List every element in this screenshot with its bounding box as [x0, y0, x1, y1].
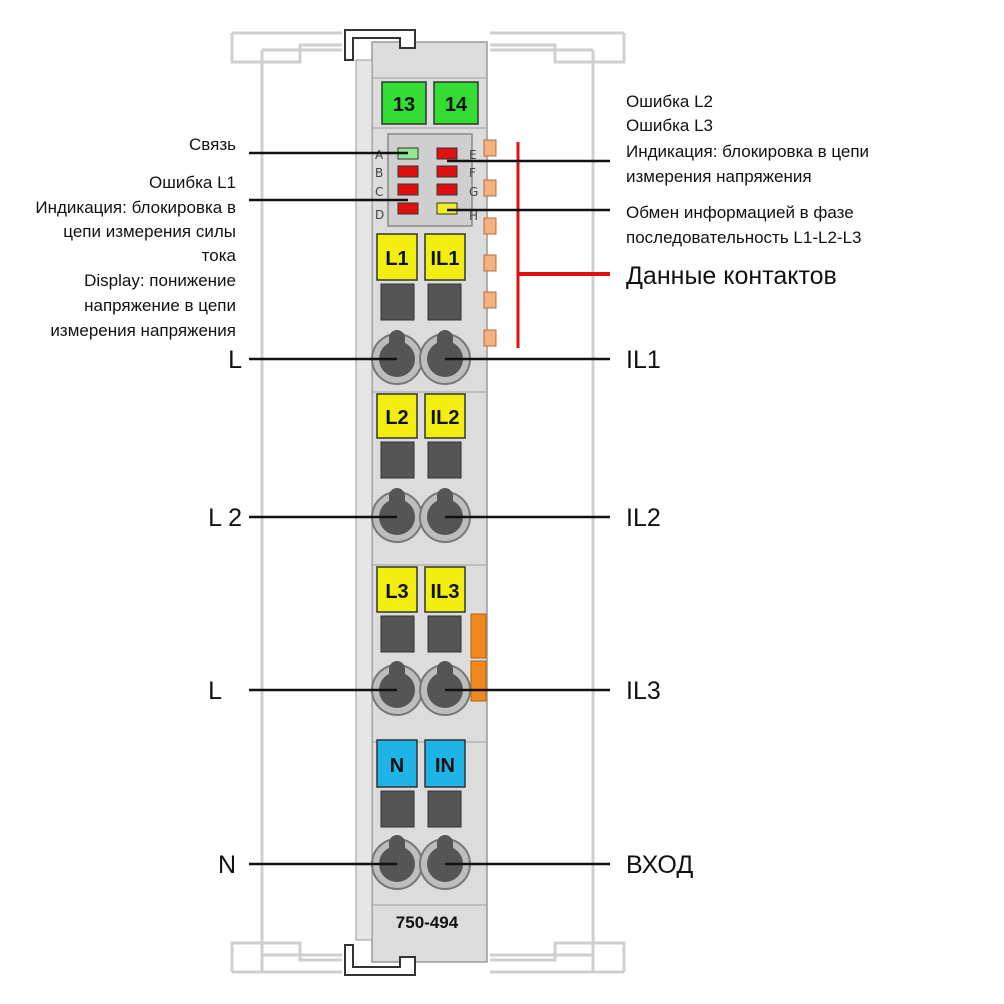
- led-letter-f: F: [469, 166, 476, 180]
- led-letter-e: E: [469, 148, 477, 162]
- terminal-il3-label: IL3: [431, 581, 460, 603]
- label-wire-il3: IL3: [626, 677, 661, 705]
- led-d-red: [397, 202, 419, 215]
- led-c-red: [397, 183, 419, 196]
- led-panel: A B C D E F G H: [375, 133, 478, 227]
- label-current-block-2: цепи измерения силы: [63, 222, 236, 241]
- label-display-low-3: измерения напряжения: [50, 321, 236, 340]
- terminal-group-4: N IN: [371, 739, 471, 890]
- label-data-contacts: Данные контактов: [626, 262, 837, 290]
- contacts-bracket: [516, 142, 610, 348]
- terminal-il2-label: IL2: [431, 407, 460, 429]
- led-h-yellow: [436, 202, 458, 215]
- model-number: 750-494: [396, 913, 459, 932]
- left-labels: Связь Ошибка L1 Индикация: блокировка в …: [35, 135, 242, 879]
- right-labels: Ошибка L2 Ошибка L3 Индикация: блокировк…: [626, 92, 869, 879]
- label-voltage-block-1: Индикация: блокировка в цепи: [626, 142, 869, 161]
- label-wire-l3: L: [208, 677, 222, 705]
- led-f-red: [436, 165, 458, 178]
- led-letter-d: D: [375, 208, 384, 222]
- terminal-n-label: N: [390, 755, 404, 777]
- led-letter-g: G: [469, 185, 478, 199]
- side-orange-marker: [470, 613, 487, 702]
- label-phase-seq-2: последовательность L1-L2-L3: [626, 228, 861, 247]
- top-terminal-14-label: 14: [445, 94, 468, 116]
- label-svyaz: Связь: [189, 135, 236, 154]
- led-letter-a: A: [375, 148, 384, 162]
- led-e-red: [436, 147, 458, 160]
- label-phase-seq-1: Обмен информацией в фазе: [626, 203, 854, 222]
- led-letter-b: B: [375, 166, 383, 180]
- led-letter-h: H: [469, 209, 478, 223]
- terminal-l1-label: L1: [385, 248, 408, 270]
- terminal-l2-label: L2: [385, 407, 408, 429]
- label-wire-il2: IL2: [626, 504, 661, 532]
- terminal-il1-label: IL1: [431, 248, 460, 270]
- label-wire-il1: IL1: [626, 346, 661, 374]
- terminal-l3-label: L3: [385, 581, 408, 603]
- label-display-low-1: Display: понижение: [84, 271, 236, 290]
- led-g-red: [436, 183, 458, 196]
- label-wire-l2: L 2: [208, 504, 242, 532]
- label-current-block-1: Индикация: блокировка в: [35, 198, 236, 217]
- label-wire-input: ВХОД: [626, 851, 693, 879]
- label-error-l3: Ошибка L3: [626, 116, 713, 135]
- top-terminal-14: 14: [433, 81, 479, 125]
- data-contacts: [483, 139, 497, 347]
- label-wire-n: N: [218, 851, 236, 879]
- label-voltage-block-2: измерения напряжения: [626, 167, 812, 186]
- led-letter-c: C: [375, 185, 383, 199]
- label-display-low-2: напряжение в цепи: [84, 296, 236, 315]
- label-error-l2: Ошибка L2: [626, 92, 713, 111]
- top-terminal-13: 13: [381, 81, 427, 125]
- din-rail: [230, 31, 626, 974]
- led-b-red: [397, 165, 419, 178]
- terminal-group-2: L2 IL2: [371, 393, 471, 543]
- label-error-l1: Ошибка L1: [149, 173, 236, 192]
- leader-lines: [249, 151, 610, 866]
- label-current-block-3: тока: [202, 246, 237, 265]
- label-wire-l: L: [228, 346, 242, 374]
- top-terminal-13-label: 13: [393, 94, 415, 116]
- terminal-in-label: IN: [435, 755, 455, 777]
